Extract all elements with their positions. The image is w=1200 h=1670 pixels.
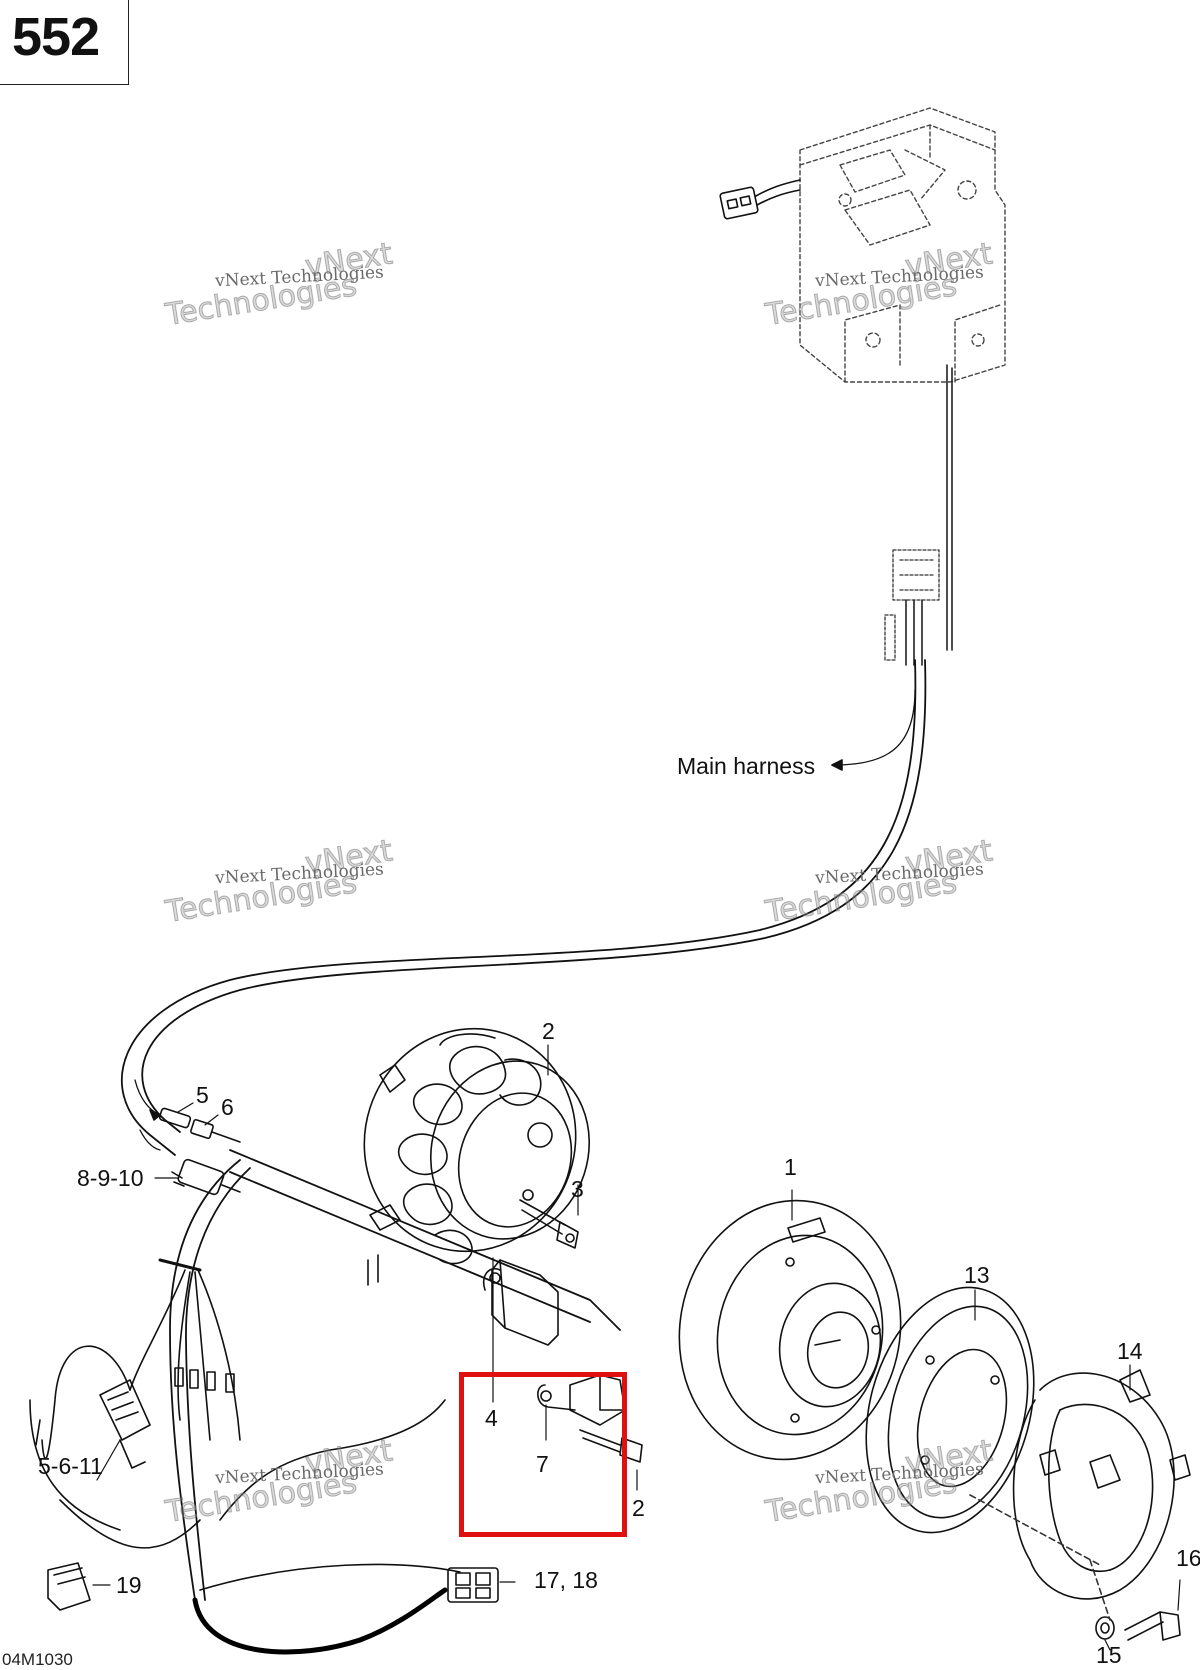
- stator-bolt: [519, 1199, 579, 1249]
- callout-1: 1: [784, 1154, 797, 1180]
- leader-16: [1177, 1579, 1181, 1611]
- callout-6: 6: [221, 1094, 234, 1120]
- trigger-coil-housing: [482, 1259, 559, 1346]
- highlight-box: [459, 1372, 627, 1537]
- regulator-connector: [719, 179, 801, 220]
- flywheel: [678, 1199, 902, 1461]
- page-number-box: 552: [0, 0, 129, 85]
- callout-19: 19: [116, 1572, 142, 1598]
- callout-7: 7: [536, 1451, 549, 1477]
- voltage-regulator: [799, 107, 1006, 383]
- callout-4: 4: [485, 1405, 498, 1431]
- callout-15: 15: [1096, 1642, 1122, 1668]
- leader-6: [204, 1114, 219, 1126]
- main-harness-connector: [884, 549, 940, 661]
- connector-17-18: [447, 1567, 499, 1603]
- leader-5: [177, 1102, 194, 1113]
- leader-15: [1104, 1639, 1111, 1651]
- connector-5-6-11: [99, 1379, 151, 1469]
- callout-14: 14: [1117, 1338, 1143, 1364]
- leader-5-6-11: [96, 1439, 121, 1481]
- callout-5: 5: [196, 1082, 209, 1108]
- callout-17-18: 17, 18: [534, 1567, 598, 1593]
- callout-5-6-11: 5-6-11: [38, 1453, 103, 1479]
- callout-2: 2: [542, 1018, 555, 1044]
- connector-5-6: [158, 1107, 241, 1143]
- cover-bolt-washer: [1095, 1611, 1181, 1641]
- callout-main-harness: Main harness: [677, 753, 816, 779]
- callout-2-bolt: 2: [632, 1495, 645, 1521]
- callout-3: 3: [571, 1176, 584, 1202]
- figure-code: 04M1030: [2, 1650, 73, 1669]
- callout-13: 13: [964, 1262, 990, 1288]
- callout-8-9-10: 8-9-10: [77, 1165, 144, 1191]
- stator-assembly: [363, 1027, 591, 1265]
- connector-19: [47, 1562, 91, 1611]
- callout-16: 16: [1176, 1545, 1200, 1571]
- magneto-cover: [1012, 1369, 1191, 1600]
- page-number: 552: [12, 7, 100, 67]
